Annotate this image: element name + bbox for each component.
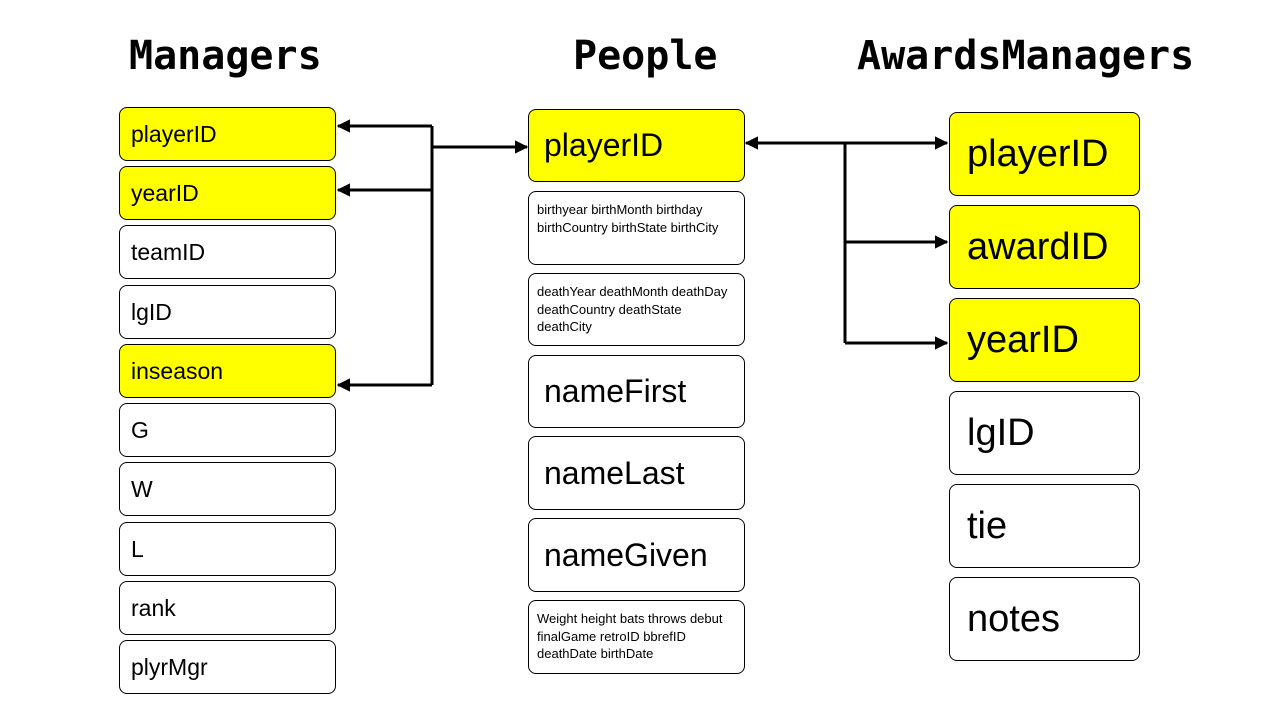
people-birth-fields[interactable]: birthyear birthMonth birthday birthCount…	[528, 191, 745, 265]
awards-field-lgid[interactable]: lgID	[949, 391, 1140, 475]
people-misc-fields[interactable]: Weight height bats throws debut finalGam…	[528, 600, 745, 674]
managers-field-l[interactable]: L	[119, 522, 336, 576]
people-field-namefirst[interactable]: nameFirst	[528, 355, 745, 428]
managers-title: Managers	[129, 33, 322, 79]
awards-field-tie[interactable]: tie	[949, 484, 1140, 568]
people-field-namelast[interactable]: nameLast	[528, 436, 745, 510]
managers-field-lgid[interactable]: lgID	[119, 285, 336, 339]
people-field-playerid[interactable]: playerID	[528, 109, 745, 182]
awards-field-playerid[interactable]: playerID	[949, 112, 1140, 196]
awards-field-notes[interactable]: notes	[949, 577, 1140, 661]
awards-managers-title: AwardsManagers	[857, 33, 1195, 79]
awards-field-awardid[interactable]: awardID	[949, 205, 1140, 289]
people-death-fields[interactable]: deathYear deathMonth deathDay deathCount…	[528, 273, 745, 346]
managers-field-plyrmgr[interactable]: plyrMgr	[119, 640, 336, 694]
managers-field-yearid[interactable]: yearID	[119, 166, 336, 220]
people-field-namegiven[interactable]: nameGiven	[528, 518, 745, 592]
people-title: People	[573, 33, 718, 79]
managers-field-g[interactable]: G	[119, 403, 336, 457]
managers-field-w[interactable]: W	[119, 462, 336, 516]
managers-field-playerid[interactable]: playerID	[119, 107, 336, 161]
managers-field-teamid[interactable]: teamID	[119, 225, 336, 279]
awards-field-yearid[interactable]: yearID	[949, 298, 1140, 382]
managers-field-inseason[interactable]: inseason	[119, 344, 336, 398]
managers-field-rank[interactable]: rank	[119, 581, 336, 635]
